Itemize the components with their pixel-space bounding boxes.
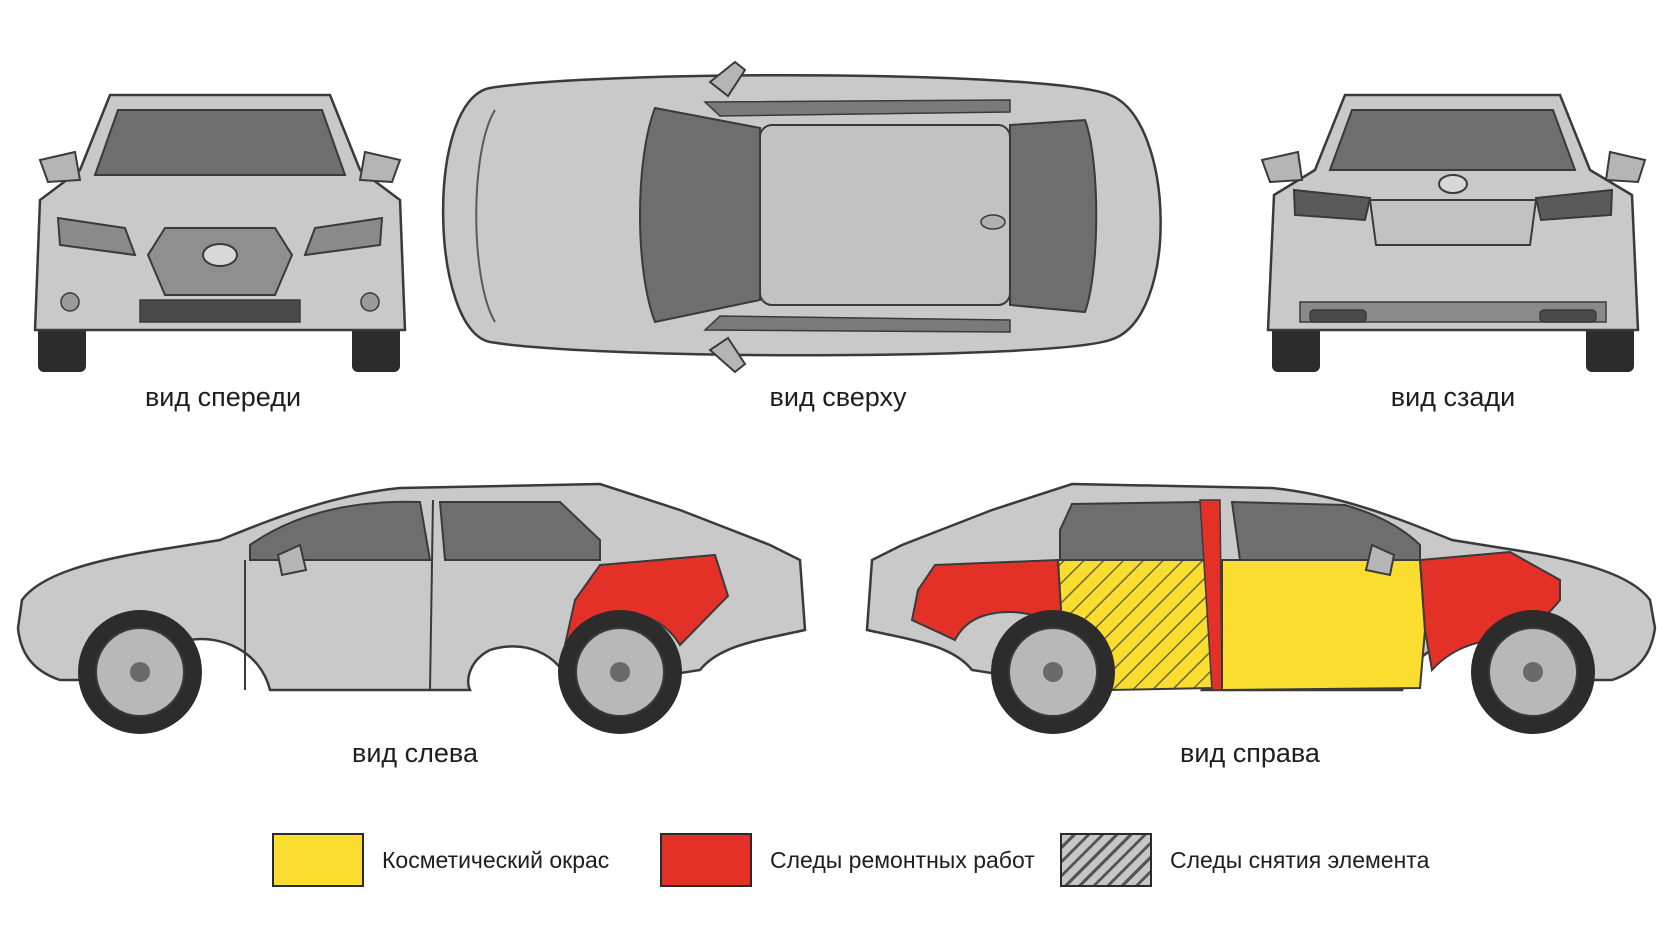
legend-label: Следы ремонтных работ xyxy=(770,846,1035,873)
front-view-car xyxy=(33,93,407,372)
legend-cosmetic-paint: Косметический окрас xyxy=(272,832,609,888)
legend-label: Косметический окрас xyxy=(382,846,610,873)
legend-element-removal: Следы снятия элемента xyxy=(1060,832,1429,888)
rear-view-label: вид сзади xyxy=(1390,382,1516,412)
legend-swatch-red xyxy=(660,833,752,887)
rear-view-car xyxy=(1260,93,1647,372)
right-view-label: вид справа xyxy=(1180,738,1320,768)
legend-label: Следы снятия элемента xyxy=(1170,846,1430,873)
legend-repair-traces: Следы ремонтных работ xyxy=(660,832,1035,888)
left-view-label: вид слева xyxy=(351,738,478,768)
front-view-label: вид спереди xyxy=(144,382,302,412)
right-view-car xyxy=(865,482,1657,734)
right-front-door-cosmetic xyxy=(1221,559,1427,692)
legend-swatch-yellow xyxy=(272,833,364,887)
legend-swatch-hatched xyxy=(1060,833,1152,887)
top-view-car xyxy=(441,60,1162,374)
top-view-label: вид сверху xyxy=(769,382,907,412)
left-view-car xyxy=(16,482,807,734)
